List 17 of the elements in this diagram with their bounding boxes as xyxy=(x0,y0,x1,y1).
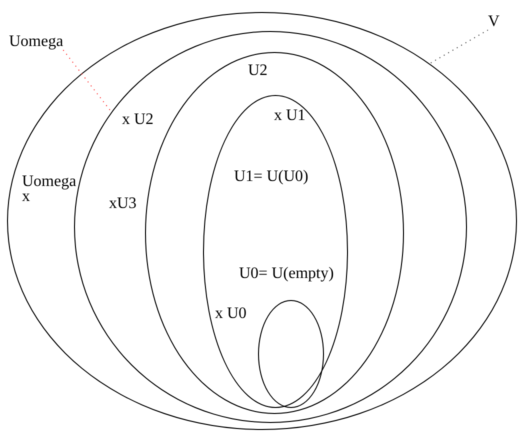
set-label: x U0 xyxy=(215,306,247,322)
set-label: xU3 xyxy=(109,196,137,212)
leader-line xyxy=(429,30,488,64)
set-label: U0= U(empty) xyxy=(239,266,334,282)
set-label: x U2 xyxy=(122,112,154,128)
set-label: V xyxy=(488,14,500,30)
set-label: U2 xyxy=(248,63,268,79)
set-ellipse xyxy=(258,300,324,408)
leader-line xyxy=(62,50,112,112)
set-ellipse xyxy=(7,12,517,430)
set-ellipse xyxy=(74,31,467,423)
set-label: x xyxy=(22,189,30,205)
set-label: Uomega xyxy=(22,174,76,190)
set-label: x U1 xyxy=(274,108,306,124)
set-label: U1= U(U0) xyxy=(234,169,308,185)
set-label: Uomega xyxy=(9,34,64,50)
set-ellipse xyxy=(203,95,348,408)
